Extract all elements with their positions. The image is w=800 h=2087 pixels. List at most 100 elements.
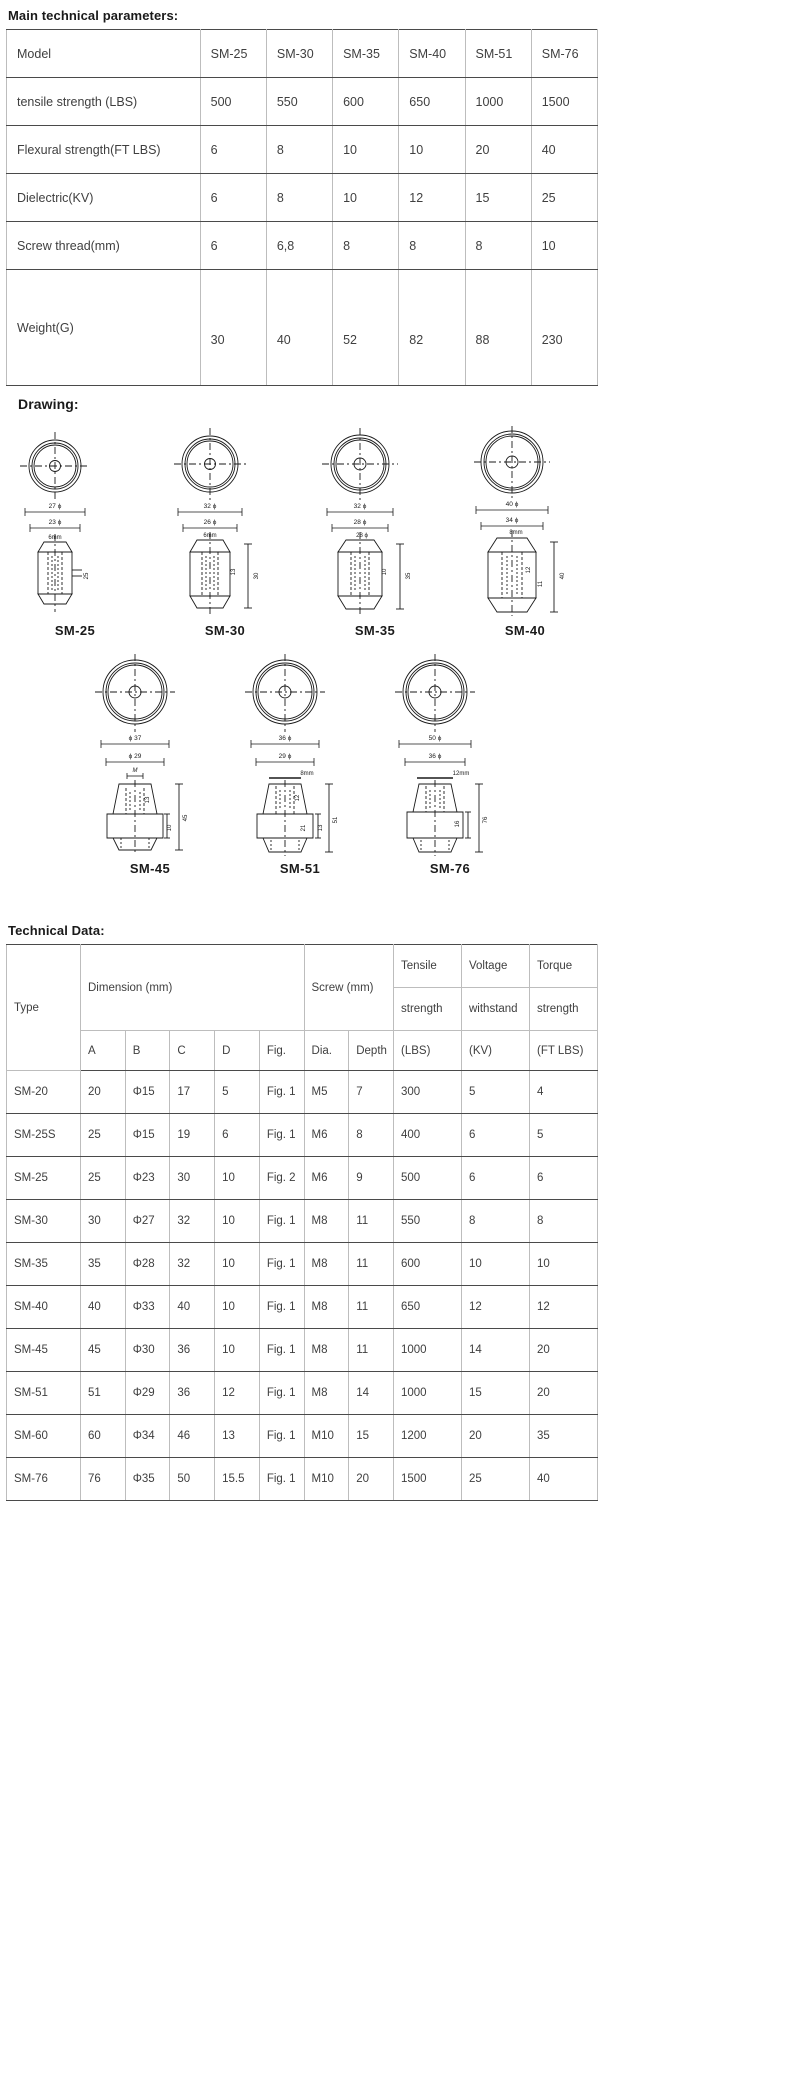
- dimension-label: 10: [382, 568, 388, 575]
- cell-tensile: 1000: [393, 1328, 462, 1372]
- cell-b: Φ15: [124, 1070, 171, 1114]
- cell-a: 51: [80, 1371, 126, 1415]
- cell-c: 32: [169, 1242, 216, 1286]
- cell-type: SM-60: [6, 1414, 81, 1458]
- param-value: 650: [398, 77, 466, 126]
- header-voltage-1: Voltage: [461, 944, 530, 988]
- technical-drawing-sm-51: 36 ϕ 29 ϕ 8mm: [245, 654, 339, 856]
- dimension-label: 40 ϕ: [506, 501, 519, 508]
- cell-c: 46: [169, 1414, 216, 1458]
- cell-tensile: 300: [393, 1070, 462, 1114]
- param-value: SM-35: [332, 29, 400, 78]
- drawing-row-2: ϕ 37 ϕ 29 M: [0, 652, 600, 876]
- dimension-label: 12mm: [453, 771, 470, 777]
- dimension-label: 13: [318, 824, 324, 831]
- cell-a: 25: [80, 1156, 126, 1200]
- param-value: SM-25: [199, 29, 267, 78]
- cell-fig: Fig. 1: [258, 1199, 305, 1243]
- cell-torque: 12: [529, 1285, 598, 1329]
- technical-data-head: Type Dimension (mm) Screw (mm) Tensile V…: [6, 944, 598, 1071]
- subheader-b: B: [124, 1030, 171, 1071]
- cell-dia: M8: [303, 1199, 350, 1243]
- cell-torque: 4: [529, 1070, 598, 1114]
- drawing-row-1: 27 ϕ 23 ϕ 6mm 25: [0, 424, 600, 638]
- param-label: Screw thread(mm): [6, 221, 201, 270]
- cell-tensile: 550: [393, 1199, 462, 1243]
- param-value: 8: [464, 221, 532, 270]
- cell-type: SM-35: [6, 1242, 81, 1286]
- dimension-label: M: [133, 768, 138, 774]
- cell-depth: 7: [348, 1070, 394, 1114]
- cell-dia: M10: [303, 1457, 350, 1501]
- cell-d: 10: [214, 1242, 260, 1286]
- header-torque-2: strength: [529, 987, 598, 1031]
- drawing-item-sm-76: 50 ϕ 36 ϕ 12mm: [375, 652, 525, 876]
- cell-dia: M6: [303, 1156, 350, 1200]
- cell-fig: Fig. 2: [258, 1156, 305, 1200]
- technical-drawing-sm-25: 27 ϕ 23 ϕ 6mm 25: [20, 432, 90, 612]
- cell-dia: M8: [303, 1328, 350, 1372]
- param-value: SM-40: [398, 29, 466, 78]
- dimension-label: 32 ϕ: [204, 503, 217, 510]
- cell-d: 5: [214, 1070, 260, 1114]
- table-row: SM-60 60 Φ34 46 13 Fig. 1 M10 15 1200 20…: [6, 1414, 598, 1458]
- cell-dia: M10: [303, 1414, 350, 1458]
- cell-fig: Fig. 1: [258, 1242, 305, 1286]
- cell-b: Φ28: [124, 1242, 171, 1286]
- param-value: 82: [398, 269, 466, 386]
- cell-fig: Fig. 1: [258, 1113, 305, 1157]
- drawing-gallery: 27 ϕ 23 ϕ 6mm 25: [0, 418, 600, 876]
- param-value: 8: [398, 221, 466, 270]
- cell-tensile: 500: [393, 1156, 462, 1200]
- cell-tensile: 600: [393, 1242, 462, 1286]
- dimension-label: 27 ϕ: [49, 503, 62, 510]
- cell-fig: Fig. 1: [258, 1328, 305, 1372]
- cell-torque: 40: [529, 1457, 598, 1501]
- drawing-caption: SM-40: [504, 623, 546, 638]
- param-value: 550: [265, 77, 334, 126]
- cell-d: 13: [214, 1414, 260, 1458]
- table-row: Weight(G) 30 40 52 82 88 230: [6, 269, 599, 386]
- dimension-label: 29 ϕ: [279, 753, 292, 760]
- cell-voltage: 6: [461, 1113, 530, 1157]
- cell-b: Φ27: [124, 1199, 171, 1243]
- cell-voltage: 20: [461, 1414, 530, 1458]
- cell-c: 32: [169, 1199, 216, 1243]
- section-divider: [0, 900, 600, 901]
- header-voltage-2: withstand: [461, 987, 530, 1031]
- subheader-d: D: [214, 1030, 260, 1071]
- cell-torque: 6: [529, 1156, 598, 1200]
- document-page: Main technical parameters: Model SM-25 S…: [0, 8, 600, 1501]
- dimension-label: 26 ϕ: [204, 519, 217, 526]
- dimension-label: 36 ϕ: [279, 735, 292, 742]
- cell-depth: 9: [348, 1156, 394, 1200]
- drawing-caption: SM-35: [354, 623, 396, 638]
- cell-voltage: 15: [461, 1371, 530, 1415]
- cell-c: 17: [169, 1070, 216, 1114]
- param-value: SM-76: [530, 29, 599, 78]
- dimension-label: 45: [183, 814, 189, 821]
- cell-depth: 11: [348, 1242, 394, 1286]
- dimension-label: 51: [333, 816, 339, 823]
- param-value: 40: [530, 125, 599, 174]
- table-row: tensile strength (LBS) 500 550 600 650 1…: [6, 77, 599, 126]
- cell-torque: 10: [529, 1242, 598, 1286]
- cell-tensile: 650: [393, 1285, 462, 1329]
- technical-drawing-sm-76: 50 ϕ 36 ϕ 12mm: [395, 654, 489, 856]
- drawing-item-sm-35: 32 ϕ 28 ϕ 28 ϕ: [300, 424, 450, 638]
- technical-data-heading: Technical Data:: [8, 923, 105, 938]
- dimension-label: 28 ϕ: [354, 519, 367, 526]
- param-value: 8: [265, 125, 334, 174]
- header-row-middle: strength withstand strength: [7, 987, 598, 1031]
- technical-drawing-sm-30: 32 ϕ 26 ϕ 6mm: [174, 428, 260, 614]
- main-parameters-table: Model SM-25 SM-30 SM-35 SM-40 SM-51 SM-7…: [6, 29, 599, 386]
- cell-a: 76: [80, 1457, 126, 1501]
- param-label: Model: [6, 29, 201, 78]
- param-value: 10: [530, 221, 599, 270]
- cell-voltage: 25: [461, 1457, 530, 1501]
- drawing-item-sm-30: 32 ϕ 26 ϕ 6mm: [150, 424, 300, 638]
- param-value: 10: [398, 125, 466, 174]
- table-row: Flexural strength(FT LBS) 6 8 10 10 20 4…: [6, 125, 599, 174]
- cell-a: 30: [80, 1199, 126, 1243]
- table-row: SM-45 45 Φ30 36 10 Fig. 1 M8 11 1000 14 …: [6, 1328, 598, 1372]
